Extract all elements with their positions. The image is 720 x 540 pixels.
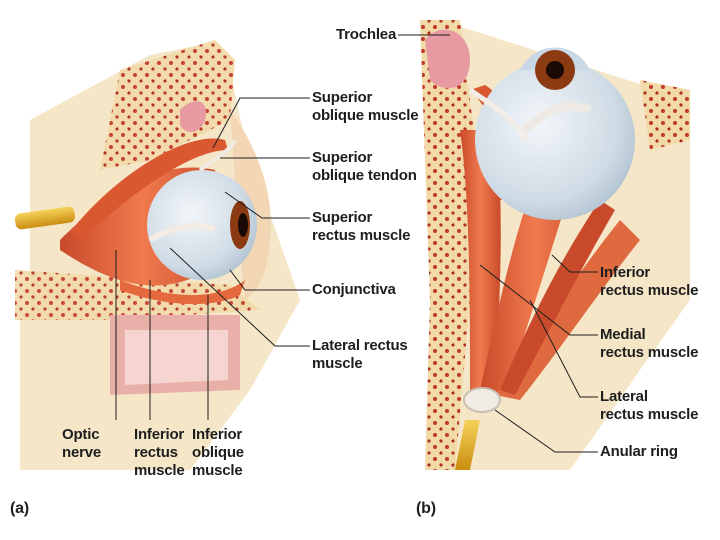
anular-ring-b [463,387,501,413]
bone-lower-a [20,320,110,470]
tendon-a-2 [198,138,237,172]
pink-tissue-b [425,29,470,89]
tendon-b-2 [468,87,528,141]
pupil-a [238,213,248,237]
medial-rectus-b [460,130,501,390]
label-trochlea-b: Trochlea [336,26,397,43]
tendon-a [148,222,217,243]
superior-oblique-a [70,138,228,240]
label-lateral-rectus-muscle-b: Lateral rectus muscle [600,388,699,423]
panel-label-b: (b) [416,500,436,517]
label-conjunctiva-a: Conjunctiva [312,281,396,298]
panel-a-illustration [14,40,310,470]
label-anular-ring-b: Anular ring [600,443,678,460]
label-optic-nerve-a: Optic nerve [62,426,102,461]
label-medial-rectus-muscle-b: Medial rectus muscle [600,326,699,361]
label-inferior-oblique-muscle-a: Inferior oblique muscle [192,426,244,479]
optic-nerve-b [455,420,480,470]
panel-b-illustration [398,20,690,470]
pink-tissue-a [180,101,206,132]
label-inferior-rectus-muscle-b: Inferior rectus muscle [600,264,699,299]
inferior-rectus-b [500,200,615,395]
panel-label-a: (a) [10,500,29,517]
label-superior-oblique-muscle-a: Superior oblique muscle [312,89,419,124]
leader-lines-b [398,34,598,453]
inferior-oblique-a [120,280,245,305]
lateral-orbit-wall-b [640,80,690,150]
sinus-cavity-a [125,330,228,385]
eyeball-b [475,60,635,220]
tendon-b [517,102,592,138]
pupil-b [546,61,564,79]
label-inferior-rectus-muscle-a: Inferior rectus muscle [134,426,185,479]
label-superior-oblique-tendon-a: Superior oblique tendon [312,149,417,184]
orbit-roof-a [100,40,235,170]
leader-lines-a [115,97,310,420]
optic-nerve-a [14,206,76,230]
label-lateral-rectus-muscle-a: Lateral rectus muscle [312,337,408,372]
label-superior-rectus-muscle-a: Superior rectus muscle [312,209,411,244]
